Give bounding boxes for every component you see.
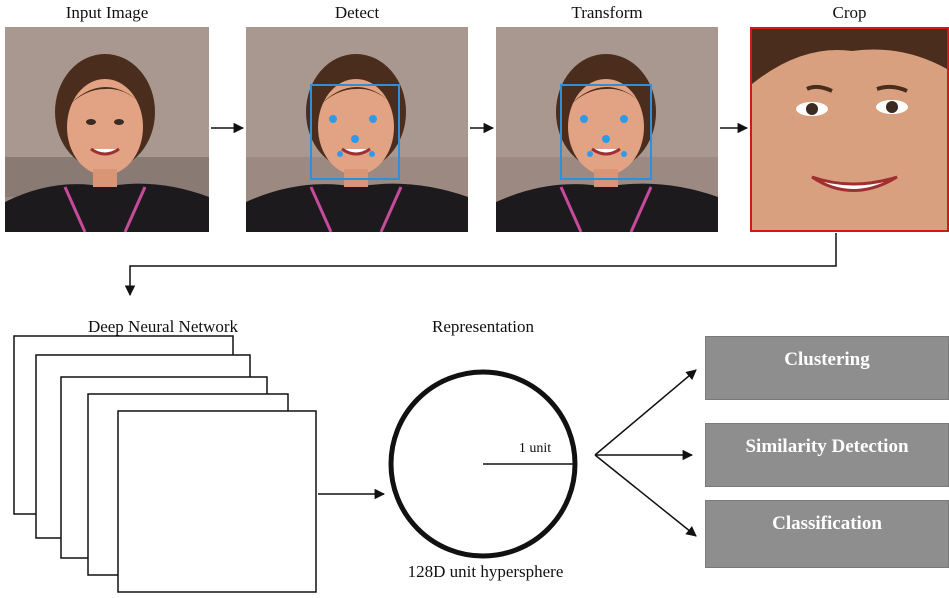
- arrow-to-classification: [594, 454, 697, 537]
- step-label-crop: Crop: [832, 3, 867, 22]
- portrait-illustration: [246, 27, 468, 232]
- task-clustering: Clustering: [705, 336, 949, 400]
- portrait-illustration: [5, 27, 209, 232]
- task-similarity-detection: Similarity Detection: [705, 423, 949, 487]
- landmark-mouth-right: [369, 151, 375, 157]
- network-layer-5: [117, 410, 317, 593]
- transform-image: [496, 27, 718, 232]
- step-label-transform: Transform: [571, 3, 643, 22]
- step-label-input: Input Image: [65, 3, 149, 22]
- task-classification: Classification: [705, 500, 949, 568]
- step-label-detect: Detect: [334, 3, 380, 22]
- landmark-mouth-right: [621, 151, 627, 157]
- landmark-right-eye: [369, 115, 377, 123]
- landmark-left-eye: [580, 115, 588, 123]
- landmark-left-eye: [329, 115, 337, 123]
- network-layers: [13, 335, 317, 593]
- network-title: Deep Neural Network: [87, 317, 239, 336]
- representation-caption: 128D unit hypersphere: [407, 562, 564, 581]
- radius-label: 1 unit: [518, 441, 552, 456]
- landmark-mouth-left: [337, 151, 343, 157]
- landmark-mouth-left: [587, 151, 593, 157]
- landmark-nose: [351, 135, 359, 143]
- arrow-crop-to-network: [124, 233, 837, 297]
- face-bounding-box: [560, 84, 652, 180]
- input-image: [5, 27, 209, 232]
- cropped-face-illustration: [752, 29, 947, 230]
- portrait-illustration: [496, 27, 718, 232]
- landmark-nose: [602, 135, 610, 143]
- face-bounding-box: [310, 84, 400, 180]
- detect-image: [246, 27, 468, 232]
- representation-title: Representation: [432, 317, 534, 336]
- transform-overlay: [560, 84, 652, 180]
- arrow-to-clustering: [594, 369, 697, 456]
- landmark-right-eye: [620, 115, 628, 123]
- crop-image: [750, 27, 949, 232]
- detect-overlay: [310, 84, 400, 180]
